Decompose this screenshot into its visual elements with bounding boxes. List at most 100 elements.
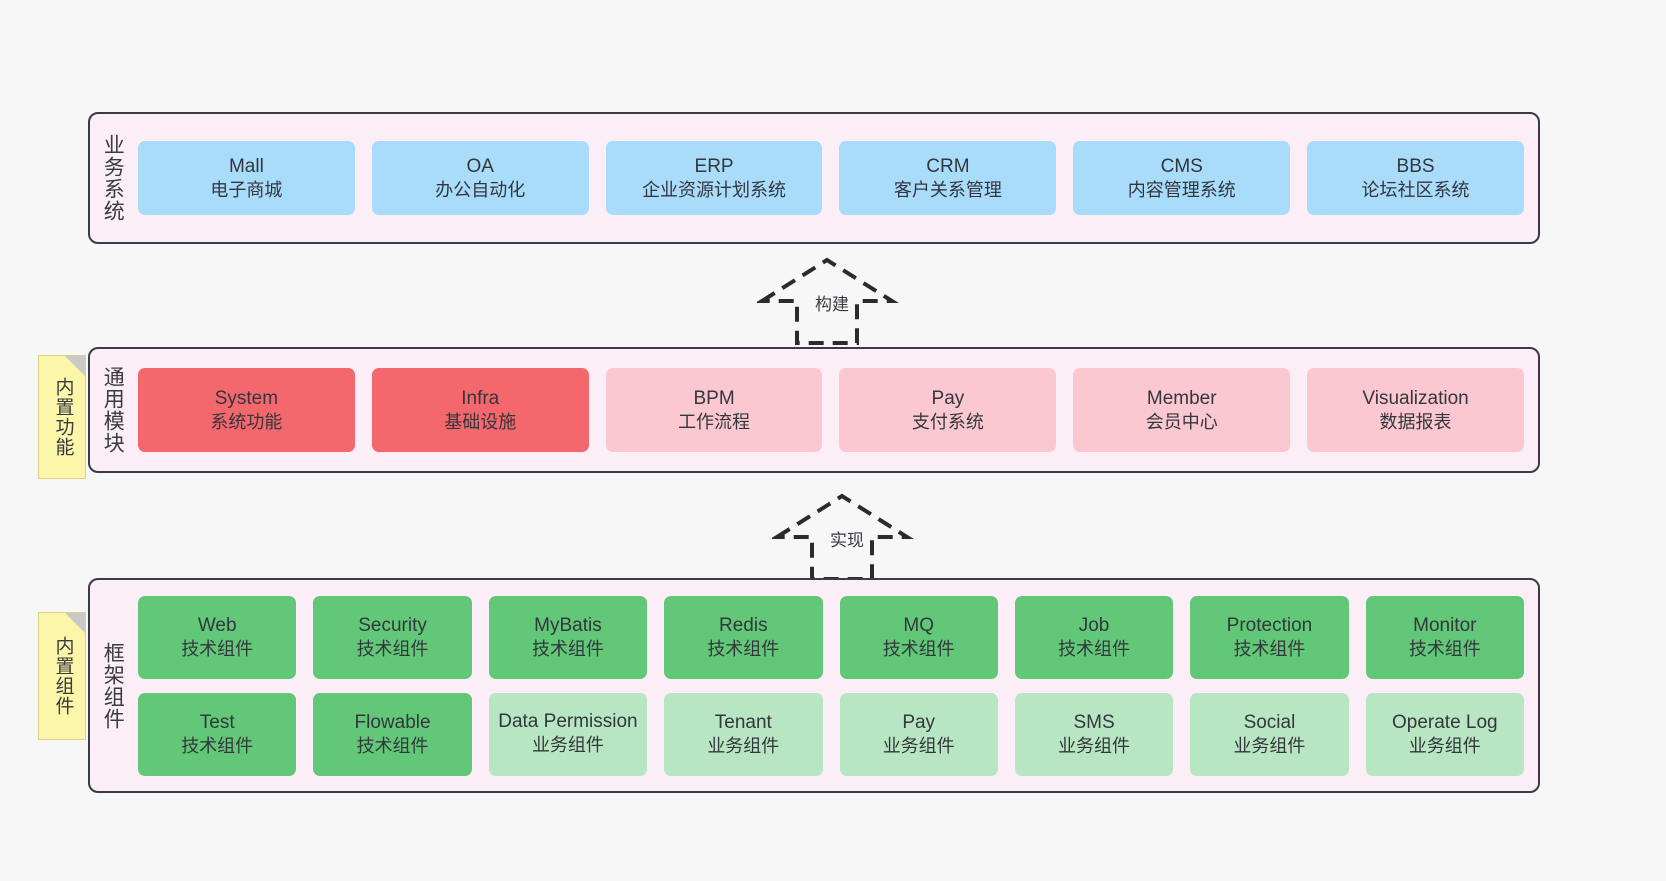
box-subtitle: 技术组件 — [356, 735, 429, 756]
box-subtitle: 技术组件 — [1408, 638, 1481, 659]
box-subtitle: 业务组件 — [707, 735, 780, 756]
box-crm[interactable]: CRM 客户关系管理 — [839, 141, 1057, 215]
box-flowable[interactable]: Flowable 技术组件 — [313, 692, 472, 776]
box-title: CRM — [926, 155, 970, 177]
box-subtitle: 技术组件 — [531, 638, 604, 659]
layer-body-business-systems: Mall 电子商城 OA 办公自动化 ERP 企业资源计划系统 CRM 客户关系… — [134, 114, 1538, 242]
layer-title-framework-components: 框架组件 — [101, 641, 125, 730]
note-builtin-functions: 内置功能 — [38, 355, 86, 479]
box-protection[interactable]: Protection 技术组件 — [1190, 595, 1349, 679]
box-title: MQ — [903, 614, 934, 636]
box-title: OA — [466, 155, 494, 177]
box-tenant[interactable]: Tenant 业务组件 — [664, 692, 823, 776]
arrow-implement-glyph — [770, 493, 914, 581]
layer-row: Web 技术组件 Security 技术组件 MyBatis 技术组件 Redi… — [138, 595, 1524, 679]
layer-row: System 系统功能 Infra 基础设施 BPM 工作流程 Pay 支付系统… — [138, 368, 1524, 452]
box-subtitle: 业务组件 — [1058, 735, 1131, 756]
box-title: BPM — [693, 387, 735, 409]
note-fold-icon — [65, 356, 85, 376]
box-subtitle: 系统功能 — [210, 411, 283, 432]
note-text: 内置功能 — [52, 377, 74, 457]
box-job[interactable]: Job 技术组件 — [1014, 595, 1174, 679]
box-operate-log[interactable]: Operate Log 业务组件 — [1365, 692, 1524, 776]
box-system[interactable]: System 系统功能 — [138, 368, 355, 452]
box-subtitle: 技术组件 — [181, 735, 254, 756]
box-title: Protection — [1226, 614, 1313, 636]
box-pay-component[interactable]: Pay 业务组件 — [839, 692, 998, 776]
arrow-build-label: 构建 — [813, 290, 851, 315]
arrow-implement-label: 实现 — [828, 526, 866, 551]
box-title: Monitor — [1413, 614, 1477, 636]
layer-row: Mall 电子商城 OA 办公自动化 ERP 企业资源计划系统 CRM 客户关系… — [138, 141, 1524, 215]
box-subtitle: 业务组件 — [882, 735, 955, 756]
box-title: Social — [1243, 711, 1296, 733]
box-title: Tenant — [714, 711, 772, 733]
box-subtitle: 数据报表 — [1379, 411, 1452, 432]
note-builtin-components: 内置组件 — [38, 612, 86, 740]
box-title: Pay — [902, 711, 936, 733]
box-pay-module[interactable]: Pay 支付系统 — [839, 368, 1057, 452]
box-redis[interactable]: Redis 技术组件 — [664, 595, 823, 679]
box-title: Pay — [931, 387, 965, 409]
box-sms[interactable]: SMS 业务组件 — [1014, 692, 1174, 776]
box-title: Security — [358, 614, 427, 636]
box-title: Visualization — [1362, 387, 1469, 409]
box-bpm[interactable]: BPM 工作流程 — [605, 368, 823, 452]
layer-framework-components: 框架组件 Web 技术组件 Security 技术组件 MyBatis 技术组件… — [88, 578, 1540, 793]
note-text: 内置组件 — [52, 636, 74, 716]
arrow-build-glyph — [755, 257, 899, 345]
box-infra[interactable]: Infra 基础设施 — [371, 368, 589, 452]
box-title: System — [214, 387, 279, 409]
box-subtitle: 技术组件 — [707, 638, 780, 659]
box-social[interactable]: Social 业务组件 — [1190, 692, 1349, 776]
box-subtitle: 工作流程 — [678, 411, 751, 432]
box-title: MyBatis — [534, 614, 602, 636]
box-mq[interactable]: MQ 技术组件 — [839, 595, 998, 679]
box-subtitle: 技术组件 — [1233, 638, 1306, 659]
note-fold-icon — [65, 613, 85, 633]
box-subtitle: 技术组件 — [181, 638, 254, 659]
box-cms[interactable]: CMS 内容管理系统 — [1073, 141, 1291, 215]
box-security[interactable]: Security 技术组件 — [313, 595, 472, 679]
box-erp[interactable]: ERP 企业资源计划系统 — [605, 141, 823, 215]
box-visualization[interactable]: Visualization 数据报表 — [1307, 368, 1524, 452]
box-title: Infra — [461, 387, 500, 409]
box-monitor[interactable]: Monitor 技术组件 — [1365, 595, 1524, 679]
box-title: Redis — [719, 614, 768, 636]
box-title: Job — [1078, 614, 1110, 636]
box-title: Mall — [228, 155, 264, 177]
box-subtitle: 支付系统 — [911, 411, 984, 432]
layer-business-systems: 业务系统 Mall 电子商城 OA 办公自动化 ERP 企业资源计划系统 CRM… — [88, 112, 1540, 244]
box-mybatis[interactable]: MyBatis 技术组件 — [488, 595, 648, 679]
box-subtitle: 会员中心 — [1145, 411, 1218, 432]
box-subtitle: 基础设施 — [444, 411, 517, 432]
box-subtitle: 技术组件 — [1058, 638, 1131, 659]
box-title: Flowable — [354, 711, 431, 733]
box-subtitle: 业务组件 — [1233, 735, 1306, 756]
box-mall[interactable]: Mall 电子商城 — [138, 141, 355, 215]
box-test[interactable]: Test 技术组件 — [138, 692, 297, 776]
box-subtitle: 技术组件 — [356, 638, 429, 659]
box-oa[interactable]: OA 办公自动化 — [371, 141, 589, 215]
box-title: Operate Log — [1391, 711, 1498, 733]
box-subtitle: 技术组件 — [882, 638, 955, 659]
layer-common-modules: 通用模块 System 系统功能 Infra 基础设施 BPM 工作流程 Pay… — [88, 347, 1540, 473]
box-title: Data Permission — [498, 711, 638, 733]
box-subtitle: 论坛社区系统 — [1361, 179, 1470, 200]
layer-title-business-systems: 业务系统 — [101, 134, 125, 222]
box-data-permission[interactable]: Data Permission 业务组件 — [488, 692, 648, 776]
layer-row: Test 技术组件 Flowable 技术组件 Data Permission … — [138, 692, 1524, 776]
layer-title-common-modules: 通用模块 — [101, 366, 125, 454]
box-title: Web — [197, 614, 237, 636]
arrow-build: 构建 — [755, 254, 907, 348]
box-web[interactable]: Web 技术组件 — [138, 595, 297, 679]
box-member[interactable]: Member 会员中心 — [1073, 368, 1291, 452]
box-subtitle: 电子商城 — [210, 179, 283, 200]
layer-body-common-modules: System 系统功能 Infra 基础设施 BPM 工作流程 Pay 支付系统… — [134, 349, 1538, 471]
arrow-implement: 实现 — [770, 490, 922, 584]
box-subtitle: 办公自动化 — [435, 179, 526, 200]
box-bbs[interactable]: BBS 论坛社区系统 — [1307, 141, 1524, 215]
box-title: Member — [1146, 387, 1217, 409]
box-subtitle: 业务组件 — [1408, 735, 1481, 756]
